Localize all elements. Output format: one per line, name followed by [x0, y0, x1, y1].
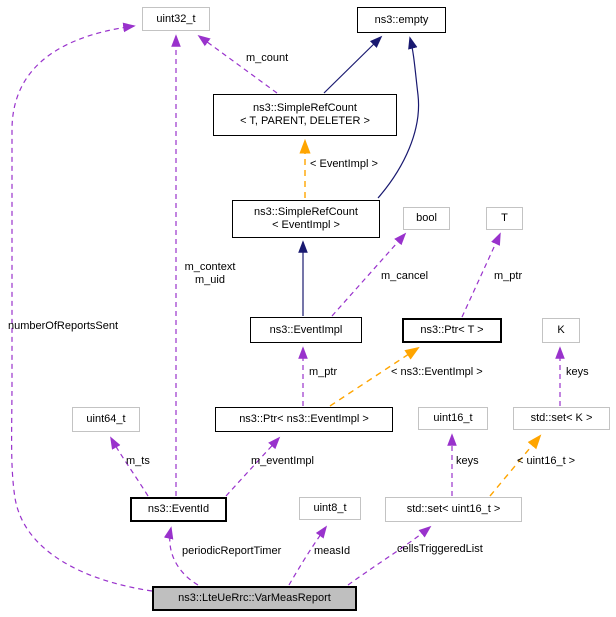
- node-ns3-simplerefcount-eventimpl[interactable]: ns3::SimpleRefCount < EventImpl >: [232, 200, 380, 238]
- edge-m-count: [197, 34, 278, 94]
- node-k: K: [542, 318, 580, 343]
- edge-label-template-eventimpl: < EventImpl >: [310, 158, 378, 170]
- edge-label-line: m_context: [184, 261, 236, 273]
- node-label-line: ns3::SimpleRefCount: [254, 206, 358, 218]
- node-ns3-ptr-t[interactable]: ns3::Ptr< T >: [402, 318, 502, 343]
- node-t: T: [486, 207, 523, 230]
- node-std-set-uint16-t: std::set< uint16_t >: [385, 497, 522, 522]
- node-std-set-k: std::set< K >: [513, 407, 610, 430]
- edge-label-m-cancel: m_cancel: [381, 270, 429, 282]
- edge-cellsTriggeredList: [347, 525, 432, 586]
- node-ns3-eventid[interactable]: ns3::EventId: [130, 497, 227, 522]
- node-bool: bool: [403, 207, 450, 230]
- edge-m-cancel: [331, 232, 407, 317]
- node-uint32-t: uint32_t: [142, 7, 210, 31]
- edge-label-m-ptr-eventimpl: m_ptr: [309, 366, 338, 378]
- edge-label-keys-uint16: keys: [456, 455, 479, 467]
- node-uint64-t: uint64_t: [72, 407, 140, 432]
- node-uint16-t: uint16_t: [418, 407, 488, 430]
- edge-label-line: m_uid: [195, 274, 225, 286]
- edge-label-m-ptr-t: m_ptr: [494, 270, 523, 282]
- node-ns3-lteuerrc-varmeasreport: ns3::LteUeRrc::VarMeasReport: [152, 586, 357, 611]
- edge-label-keys-k: keys: [566, 366, 589, 378]
- node-ns3-eventimpl[interactable]: ns3::EventImpl: [250, 317, 362, 343]
- edge-label-template-uint16: < uint16_t >: [517, 455, 576, 467]
- edge-m-eventImpl: [225, 436, 281, 497]
- edge-label-numberOfReportsSent: numberOfReportsSent: [8, 320, 119, 332]
- edge-label-measId: measId: [314, 545, 351, 557]
- node-ns3-simplerefcount-t-parent-deleter[interactable]: ns3::SimpleRefCount < T, PARENT, DELETER…: [213, 94, 397, 136]
- edge-inherit-simplerefcount-empty: [323, 35, 383, 94]
- edge-inherit-simplerefcount-eventimpl-empty: [377, 36, 420, 199]
- edge-label-cellsTriggeredList: cellsTriggeredList: [397, 543, 483, 555]
- edge-numberOfReportsSent: [11, 22, 153, 592]
- edge-label-periodicReportTimer: periodicReportTimer: [182, 545, 282, 557]
- edge-label-m-count: m_count: [246, 52, 289, 64]
- node-ns3-ptr-ns3-eventimpl[interactable]: ns3::Ptr< ns3::EventImpl >: [215, 407, 393, 432]
- edge-template-uint16: [489, 434, 542, 497]
- edge-label-m-eventImpl: m_eventImpl: [251, 455, 314, 467]
- edge-m-ptr-t: [461, 232, 501, 318]
- edge-label-m-context-m-uid: m_context m_uid: [176, 261, 244, 287]
- edge-label-m-ts: m_ts: [126, 455, 150, 467]
- node-label-line: < EventImpl >: [272, 219, 340, 231]
- edge-label-template-ns3-eventimpl: < ns3::EventImpl >: [391, 366, 483, 378]
- node-ns3-empty[interactable]: ns3::empty: [357, 7, 446, 33]
- node-label-line: < T, PARENT, DELETER >: [240, 115, 370, 127]
- node-uint8-t: uint8_t: [299, 497, 361, 520]
- node-label-line: ns3::SimpleRefCount: [253, 102, 357, 114]
